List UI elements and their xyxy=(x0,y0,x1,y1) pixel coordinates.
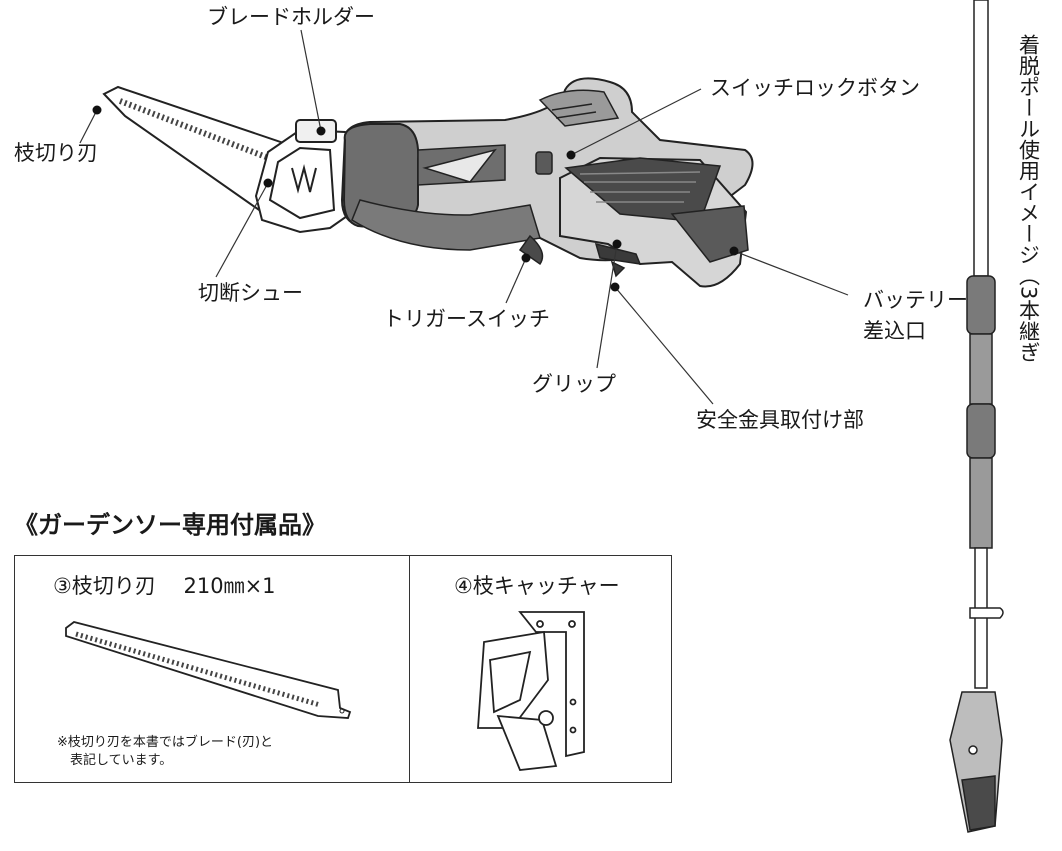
accessory-catcher-name: ④枝キャッチャー xyxy=(454,574,620,598)
label-battery-port-line2: 差込口 xyxy=(863,319,926,343)
accessory-cell-catcher: ④枝キャッチャー xyxy=(410,556,671,782)
accessories-table: ③枝切り刃 210㎜×1 ※枝切り刃を本書ではブレード(刃)と 表記しています。… xyxy=(14,555,672,783)
accessory-blade-drawing xyxy=(65,621,352,719)
accessory-blade-note-line1: ※枝切り刃を本書ではブレード(刃)と xyxy=(57,735,274,750)
label-trigger-switch: トリガースイッチ xyxy=(383,307,550,331)
accessory-catcher-drawing xyxy=(477,611,585,771)
label-grip: グリップ xyxy=(532,372,616,396)
label-cutting-shoe: 切断シュー xyxy=(198,281,303,305)
accessories-title: 《ガーデンソー専用付属品》 xyxy=(14,511,326,539)
saw-shoe-frame xyxy=(254,119,354,234)
saw-handle xyxy=(518,156,749,288)
accessory-blade-note-line2: 表記しています。 xyxy=(57,753,173,768)
accessory-blade-name: ③枝切り刃 210㎜×1 xyxy=(53,574,276,598)
leader-lines xyxy=(79,29,849,405)
label-branch-blade: 枝切り刃 xyxy=(14,141,98,165)
pole-usage-caption: 着脱ポール使用イメージ（3本継ぎ xyxy=(1016,34,1041,363)
accessory-cell-blade: ③枝切り刃 210㎜×1 ※枝切り刃を本書ではブレード(刃)と 表記しています。 xyxy=(15,556,410,782)
label-blade-holder: ブレードホルダー xyxy=(207,5,375,29)
pole-illustration xyxy=(949,0,1004,833)
label-switch-lock-button: スイッチロックボタン xyxy=(710,76,920,100)
label-safety-fitting: 安全金具取付け部 xyxy=(696,408,864,432)
leader-dots xyxy=(92,105,739,292)
label-battery-port-line1: バッテリー xyxy=(863,288,968,312)
saw-illustration xyxy=(102,77,754,288)
accessory-blade-note: ※枝切り刃を本書ではブレード(刃)と 表記しています。 xyxy=(57,734,273,770)
